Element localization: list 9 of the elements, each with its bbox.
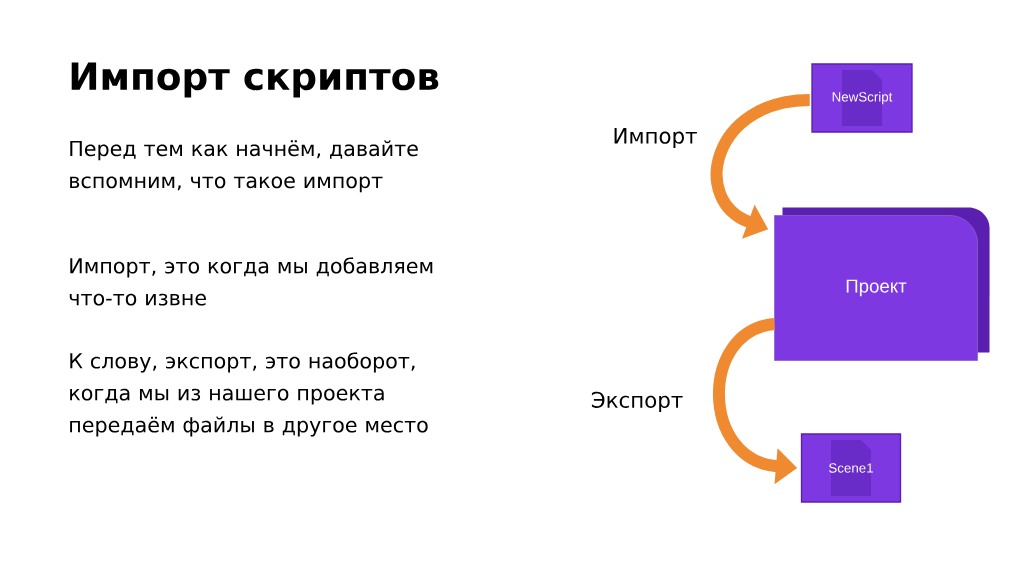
title: Импорт скриптов [71, 62, 439, 98]
file-box: Scene1 [800, 433, 902, 503]
paragraph: Перед тем как начнём, давайте вспомним, что такое импорт [70, 140, 418, 193]
file-box: NewScript [811, 63, 913, 133]
folder-box: Проект [774, 207, 990, 361]
edge-label: Импорт [611, 126, 699, 150]
paragraph: К слову, экспорт, это наоборот, когда мы из нашего проекта передаём файлы в другое место [70, 352, 428, 437]
paragraph: Импорт, это когда мы добавляем что-то извне [69, 257, 433, 306]
edge-label: Экспорт [589, 390, 685, 414]
